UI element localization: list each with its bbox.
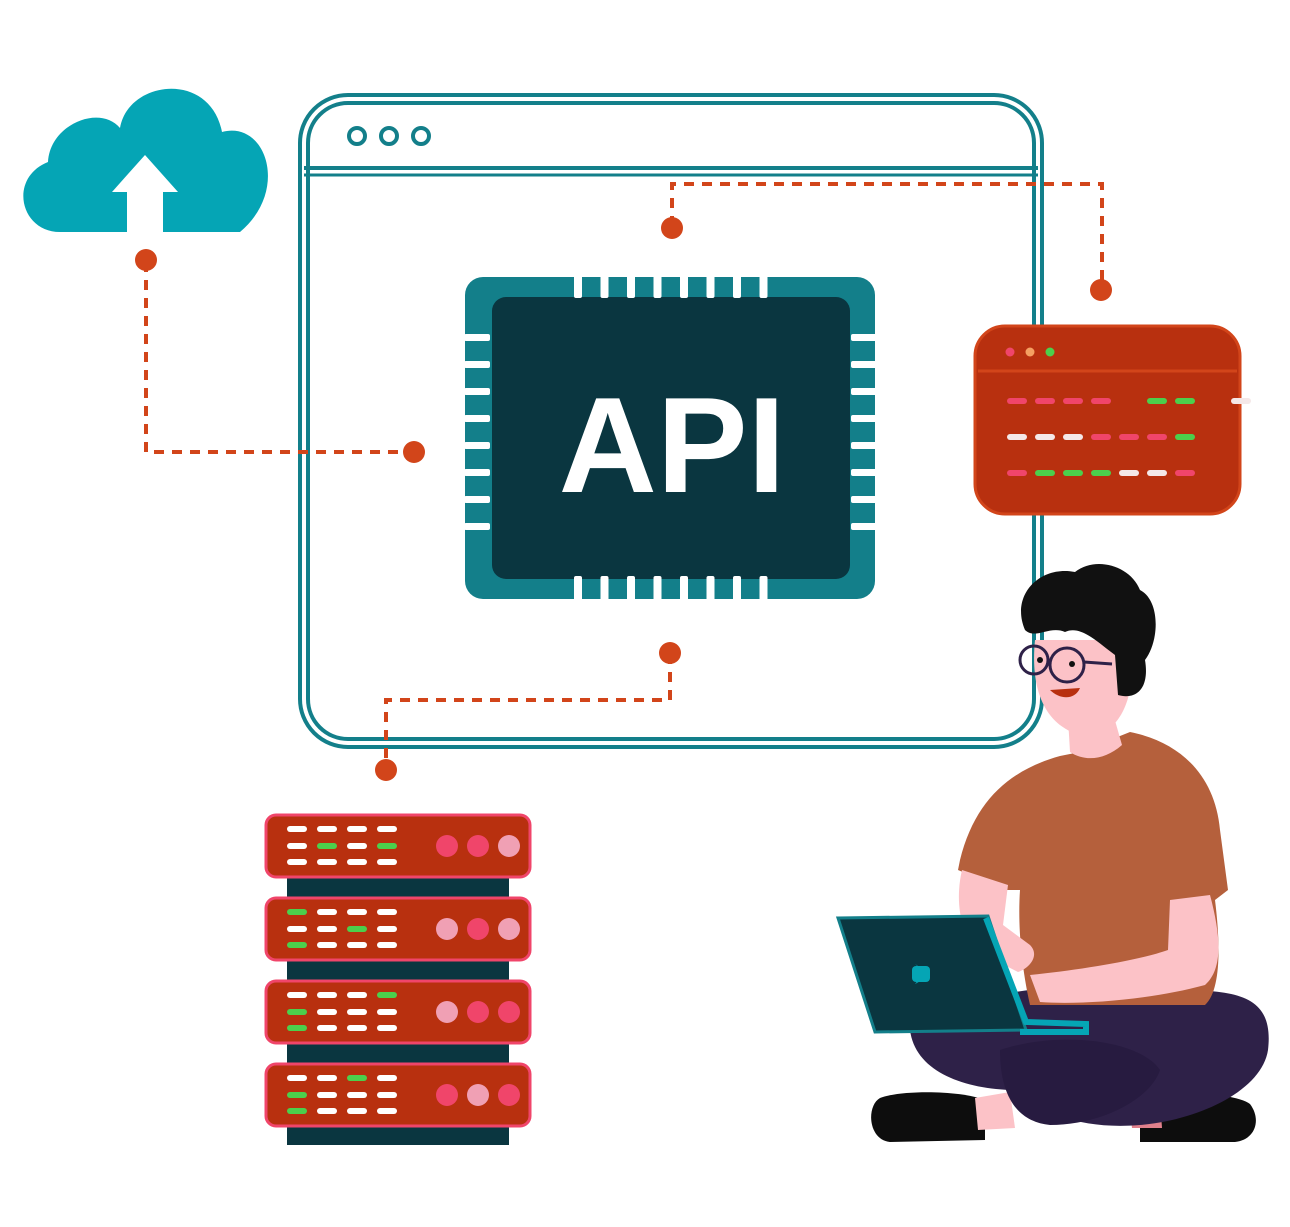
window-dot-1-icon	[347, 126, 367, 146]
laptop-icon	[835, 914, 1089, 1035]
api-label: API	[559, 369, 786, 521]
code-window-icon	[973, 324, 1251, 516]
connector-server	[384, 654, 672, 768]
server-unit	[264, 979, 532, 1045]
connector-cloud	[144, 262, 412, 454]
window-dot-2-icon	[379, 126, 399, 146]
window-dot-3-icon	[411, 126, 431, 146]
cloud-upload-icon	[23, 88, 268, 232]
server-unit	[264, 896, 532, 962]
server-unit	[264, 813, 532, 879]
connector-lines	[144, 182, 1104, 768]
api-chip-icon: API	[464, 272, 877, 602]
connector-code-panel	[670, 182, 1104, 288]
developer-person-illustration	[835, 563, 1269, 1142]
server-unit	[264, 1062, 532, 1128]
server-rack-icon	[264, 813, 532, 1145]
connector-dots	[135, 217, 1112, 781]
